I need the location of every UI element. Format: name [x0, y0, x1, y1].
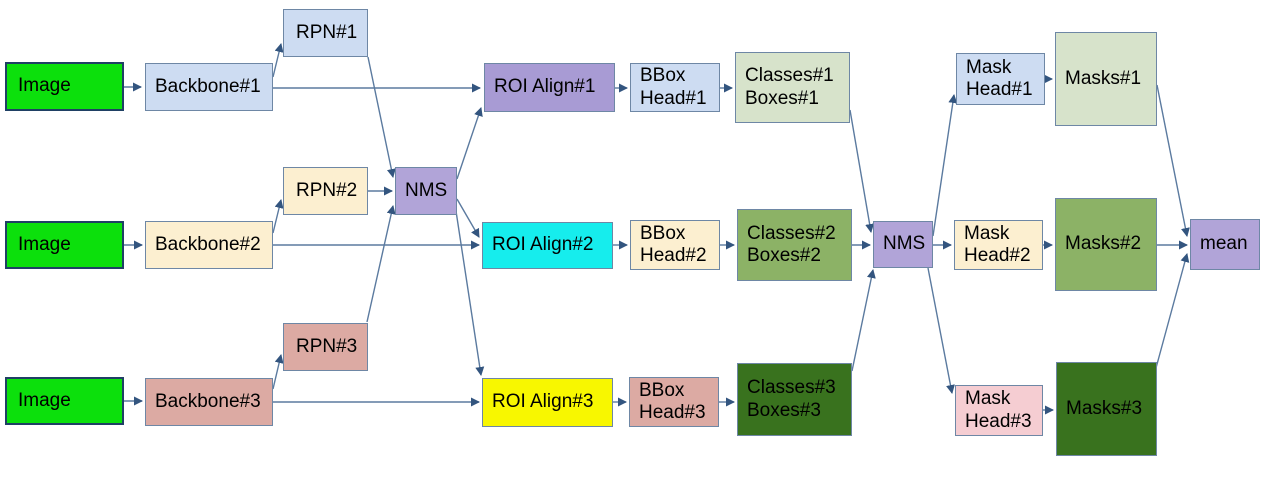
node-mean: mean	[1190, 219, 1260, 270]
node-masks-2: Masks#2	[1055, 198, 1157, 291]
node-rpn-2: RPN#2	[283, 167, 368, 215]
edge-backbone1-rpn1	[272, 43, 284, 78]
node-rpn-3: RPN#3	[283, 323, 368, 371]
edge-nms2-maskhead3	[927, 267, 955, 394]
node-classes-boxes-3: Classes#3 Boxes#3	[737, 363, 852, 436]
node-mask-head-3: Mask Head#3	[955, 385, 1043, 436]
edge-nms-roialign3	[455, 210, 485, 376]
edge-backbone2-rpn2	[272, 199, 284, 234]
edge-rpn1-nms	[367, 56, 396, 178]
node-bbox-head-1: BBox Head#1	[630, 63, 720, 112]
node-bbox-head-3: BBox Head#3	[629, 377, 719, 427]
edge-nms2-maskhead1	[932, 94, 958, 237]
node-backbone-2: Backbone#2	[145, 221, 273, 269]
node-rpn-1: RPN#1	[283, 9, 368, 57]
node-backbone-3: Backbone#3	[145, 378, 273, 426]
edge-classes1-nms2	[849, 109, 875, 233]
edge-nms-roialign2	[456, 198, 480, 238]
edge-rpn3-nms	[366, 205, 396, 323]
node-classes-boxes-2: Classes#2 Boxes#2	[737, 209, 852, 281]
node-roi-align-2: ROI Align#2	[482, 222, 613, 269]
node-image-1: Image	[5, 62, 124, 111]
edge-masks1-mean	[1156, 84, 1190, 237]
node-masks-1: Masks#1	[1055, 32, 1157, 126]
node-roi-align-3: ROI Align#3	[482, 378, 613, 427]
node-image-3: Image	[5, 377, 124, 425]
node-masks-3: Masks#3	[1056, 362, 1157, 456]
edge-backbone3-rpn3	[272, 354, 284, 390]
node-mask-head-1: Mask Head#1	[956, 53, 1045, 105]
edge-classes3-nms2	[851, 269, 876, 372]
node-mask-head-2: Mask Head#2	[954, 220, 1043, 270]
edge-masks3-mean	[1155, 253, 1190, 369]
node-image-2: Image	[5, 221, 124, 269]
node-bbox-head-2: BBox Head#2	[630, 220, 720, 270]
node-classes-boxes-1: Classes#1 Boxes#1	[735, 52, 850, 123]
node-backbone-1: Backbone#1	[145, 63, 273, 111]
node-nms-left: NMS	[395, 167, 457, 215]
edge-nms-roialign1	[456, 107, 483, 180]
node-roi-align-1: ROI Align#1	[484, 63, 615, 112]
node-nms-right: NMS	[873, 221, 933, 268]
